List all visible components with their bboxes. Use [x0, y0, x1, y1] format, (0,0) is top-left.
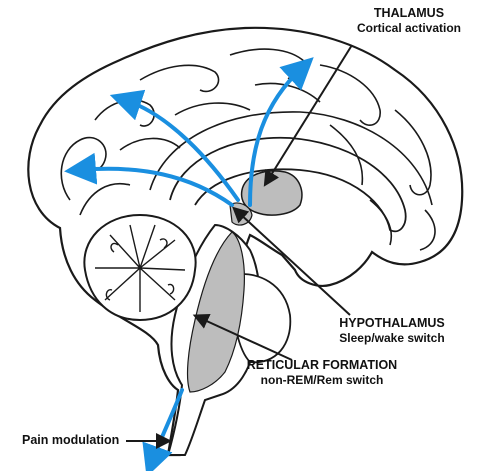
hypothalamus-label: HYPOTHALAMUS Sleep/wake switch — [322, 316, 462, 346]
pain-title: Pain modulation — [22, 433, 119, 448]
reticular-subtitle: non-REM/Rem switch — [232, 373, 412, 388]
thalamus-subtitle: Cortical activation — [344, 21, 474, 36]
hypothalamus-subtitle: Sleep/wake switch — [322, 331, 462, 346]
reticular-title: RETICULAR FORMATION — [232, 358, 412, 373]
thalamus-title: THALAMUS — [344, 6, 474, 21]
pain-label: Pain modulation — [22, 433, 119, 448]
reticular-label: RETICULAR FORMATION non-REM/Rem switch — [232, 358, 412, 388]
thalamus-label: THALAMUS Cortical activation — [344, 6, 474, 36]
hypothalamus-title: HYPOTHALAMUS — [322, 316, 462, 331]
